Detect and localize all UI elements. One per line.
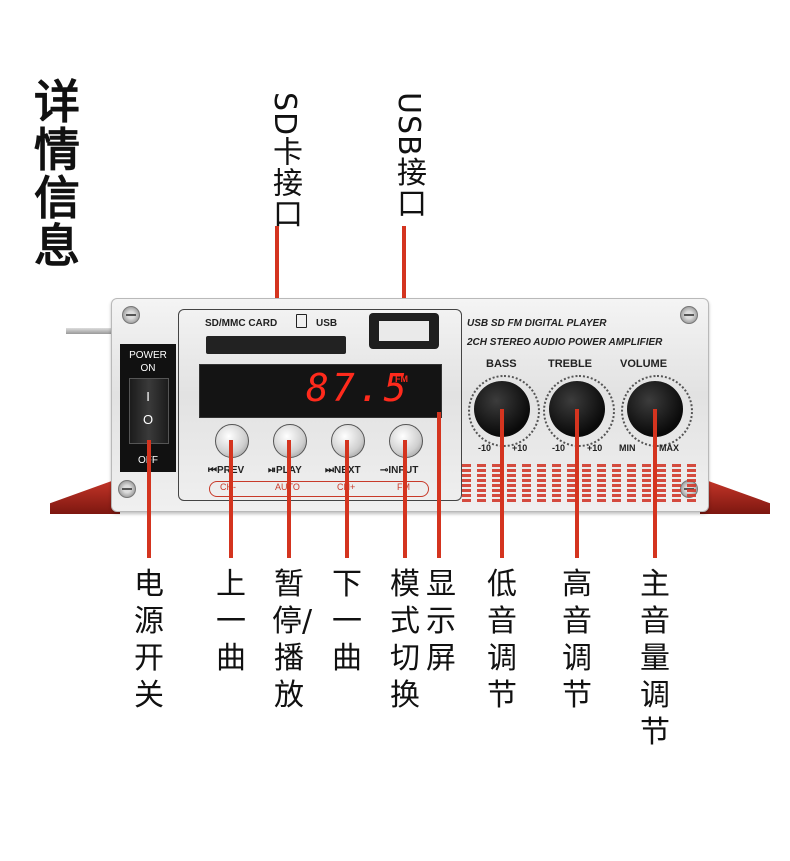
bass-title: BASS [486,358,517,370]
volume-title: VOLUME [620,358,668,370]
brand-line-2: 2CH STEREO AUDIO POWER AMPLIFIER [467,337,663,348]
leader-line-prev [229,440,233,558]
treble-min: -10 [552,443,566,453]
callout-power-switch: 电源开关 [134,567,164,713]
power-switch[interactable] [129,378,169,444]
leader-line-bass [500,409,504,558]
treble-scale-ring [543,375,615,447]
screw-icon [118,480,136,498]
sd-card-icon [296,314,307,328]
display-band: FM [395,374,408,384]
prev-sub-label: CH- [220,482,236,492]
callout-mode: 模式切换 [390,567,420,713]
next-button-label: ⏭NEXT [325,465,361,476]
usb-port-tongue [379,321,429,341]
power-i-mark: I [146,389,150,404]
bass-min: -10 [478,443,492,453]
power-o-mark: O [142,412,154,427]
callout-usb-port: USB接口 [391,92,426,219]
callout-prev: 上一曲 [216,567,246,676]
leader-line-power [147,440,151,558]
mount-bracket-left [50,478,120,514]
leader-line-next [345,440,349,558]
power-label: POWER [129,350,167,361]
led-display [199,364,442,418]
sd-card-label: SD/MMC CARD [205,318,278,329]
mount-bracket-right [700,478,770,514]
treble-title: TREBLE [548,358,592,370]
treble-max: +10 [587,443,603,453]
bass-max: +10 [512,443,528,453]
prev-button-label: ⏮PREV [208,465,245,476]
button-function-strip [209,481,429,497]
callout-play: 暂停/播放 [272,567,313,713]
leader-line-usb [402,226,406,324]
input-button-label: ⊸INPUT [380,465,419,476]
callout-display: 显示屏 [426,567,456,676]
screw-icon [122,306,140,324]
control-inset-frame [178,309,462,501]
leader-line-mode [403,440,407,558]
volume-min: MIN [619,443,636,453]
brand-line-1: USB SD FM DIGITAL PLAYER [467,318,607,329]
leader-line-sd [275,226,279,324]
leader-line-play [287,440,291,558]
sd-card-slot[interactable] [206,336,346,354]
callout-volume: 主音量调节 [640,567,670,750]
page-title: 详情信息 [34,75,80,273]
bass-scale-ring [468,375,540,447]
usb-label: USB [316,318,338,329]
volume-scale-ring [621,375,693,447]
leader-line-volume [653,409,657,558]
leader-line-treble [575,409,579,558]
leader-line-display [437,412,441,558]
play-button-label: ⏯PLAY [268,465,302,476]
screw-icon [680,306,698,324]
callout-bass: 低音调节 [487,567,517,713]
callout-next: 下一曲 [332,567,362,676]
power-on-label: ON [140,363,156,374]
callout-sd-slot: SD卡接口 [267,92,302,230]
equalizer-graphic [462,464,696,502]
volume-max: MAX [659,443,679,453]
antenna-rod [66,328,112,334]
callout-treble: 高音调节 [562,567,592,713]
display-frequency: 87.5 [306,366,410,410]
